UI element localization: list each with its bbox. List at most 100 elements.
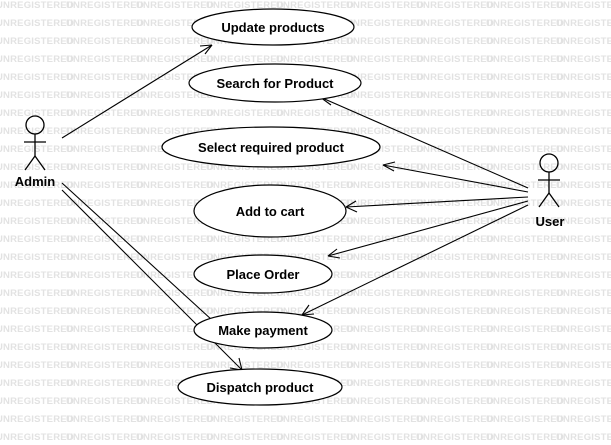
watermark-text: UNREGISTERED	[556, 396, 611, 407]
watermark-text: UNREGISTERED	[0, 36, 74, 47]
watermark-text: UNREGISTERED	[346, 396, 424, 407]
watermark-text: UNREGISTERED	[346, 342, 424, 353]
use-case-label: Add to cart	[236, 204, 305, 219]
use-case-update-products[interactable]: Update products	[191, 8, 355, 46]
arrowhead-select-required-product	[382, 164, 395, 172]
watermark-text: UNREGISTERED	[136, 90, 214, 101]
watermark-text: UNREGISTERED	[486, 90, 564, 101]
actor-admin[interactable]: Admin	[15, 115, 56, 189]
watermark-text: UNREGISTERED	[66, 432, 144, 443]
watermark-text: UNREGISTERED	[136, 396, 214, 407]
watermark-text: UNREGISTERED	[276, 234, 354, 245]
association-user-make-payment	[301, 204, 529, 316]
arrowhead-make-payment-b	[301, 304, 310, 316]
watermark-text: UNREGISTERED	[0, 378, 74, 389]
watermark-text: UNREGISTERED	[346, 36, 424, 47]
stick-figure-icon	[538, 153, 560, 208]
watermark-text: UNREGISTERED	[416, 180, 494, 191]
watermark-text: UNREGISTERED	[486, 288, 564, 299]
watermark-text: UNREGISTERED	[0, 180, 74, 191]
watermark-text: UNREGISTERED	[486, 198, 564, 209]
watermark-text: UNREGISTERED	[416, 306, 494, 317]
watermark-text: UNREGISTERED	[66, 396, 144, 407]
watermark-text: UNREGISTERED	[206, 288, 284, 299]
watermark-text: UNREGISTERED	[346, 270, 424, 281]
watermark-text: UNREGISTERED	[556, 432, 611, 443]
use-case-place-order[interactable]: Place Order	[193, 254, 333, 294]
watermark-text: UNREGISTERED	[0, 18, 74, 29]
watermark-text: UNREGISTERED	[0, 432, 74, 443]
watermark-text: UNREGISTERED	[416, 324, 494, 335]
use-case-label: Place Order	[227, 267, 300, 282]
watermark-text: UNREGISTERED	[136, 306, 214, 317]
watermark-text: UNREGISTERED	[66, 144, 144, 155]
watermark-text: UNREGISTERED	[416, 342, 494, 353]
watermark-text: UNREGISTERED	[0, 414, 74, 425]
watermark-text: UNREGISTERED	[276, 360, 354, 371]
use-case-search-for-product[interactable]: Search for Product	[188, 63, 362, 103]
watermark-text: UNREGISTERED	[0, 0, 74, 11]
use-case-make-payment[interactable]: Make payment	[193, 311, 333, 349]
watermark-text: UNREGISTERED	[0, 288, 74, 299]
watermark-text: UNREGISTERED	[0, 270, 74, 281]
watermark-text: UNREGISTERED	[66, 414, 144, 425]
watermark-text: UNREGISTERED	[556, 90, 611, 101]
use-case-dispatch-product[interactable]: Dispatch product	[177, 368, 343, 406]
watermark-text: UNREGISTERED	[486, 360, 564, 371]
watermark-text: UNREGISTERED	[66, 180, 144, 191]
watermark-text: UNREGISTERED	[346, 144, 424, 155]
watermark-text: UNREGISTERED	[346, 414, 424, 425]
watermark-text: UNREGISTERED	[556, 54, 611, 65]
watermark-text: UNREGISTERED	[416, 432, 494, 443]
watermark-text: UNREGISTERED	[556, 414, 611, 425]
watermark-text: UNREGISTERED	[0, 234, 74, 245]
watermark-text: UNREGISTERED	[346, 18, 424, 29]
arrowhead-add-to-cart	[345, 206, 358, 213]
watermark-text: UNREGISTERED	[486, 0, 564, 11]
watermark-text: UNREGISTERED	[136, 216, 214, 227]
watermark-text: UNREGISTERED	[276, 54, 354, 65]
use-case-select-required-product[interactable]: Select required product	[161, 126, 381, 168]
watermark-text: UNREGISTERED	[416, 54, 494, 65]
watermark-text: UNREGISTERED	[556, 360, 611, 371]
watermark-text: UNREGISTERED	[346, 72, 424, 83]
watermark-text: UNREGISTERED	[486, 180, 564, 191]
watermark-text: UNREGISTERED	[486, 234, 564, 245]
watermark-text: UNREGISTERED	[346, 198, 424, 209]
watermark-text: UNREGISTERED	[486, 126, 564, 137]
watermark-text: UNREGISTERED	[276, 414, 354, 425]
watermark-text: UNREGISTERED	[416, 234, 494, 245]
watermark-text: UNREGISTERED	[416, 252, 494, 263]
watermark-text: UNREGISTERED	[346, 324, 424, 335]
watermark-text: UNREGISTERED	[206, 162, 284, 173]
watermark-text: UNREGISTERED	[416, 108, 494, 119]
actor-label: User	[536, 214, 565, 229]
watermark-text: UNREGISTERED	[206, 432, 284, 443]
watermark-text: UNREGISTERED	[416, 90, 494, 101]
association-admin-make-payment	[61, 182, 213, 321]
watermark-text: UNREGISTERED	[486, 324, 564, 335]
watermark-text: UNREGISTERED	[136, 378, 214, 389]
use-case-add-to-cart[interactable]: Add to cart	[193, 184, 347, 238]
watermark-text: UNREGISTERED	[66, 108, 144, 119]
arrowhead-update-products	[204, 44, 213, 55]
watermark-text: UNREGISTERED	[346, 360, 424, 371]
association-user-search-for-product	[319, 96, 529, 189]
watermark-text: UNREGISTERED	[346, 90, 424, 101]
watermark-text: UNREGISTERED	[556, 342, 611, 353]
actor-user[interactable]: User	[536, 153, 565, 229]
watermark-text: UNREGISTERED	[486, 54, 564, 65]
watermark-text: UNREGISTERED	[276, 432, 354, 443]
watermark-text: UNREGISTERED	[136, 18, 214, 29]
watermark-text: UNREGISTERED	[206, 180, 284, 191]
watermark-text: UNREGISTERED	[346, 234, 424, 245]
watermark-text: UNREGISTERED	[416, 288, 494, 299]
arrowhead-update-products-b	[199, 44, 213, 47]
actor-label: Admin	[15, 174, 56, 189]
watermark-text: UNREGISTERED	[276, 306, 354, 317]
use-case-label: Make payment	[218, 323, 308, 338]
arrowhead-dispatch-product-b	[238, 357, 243, 371]
watermark-text: UNREGISTERED	[276, 0, 354, 11]
watermark-text: UNREGISTERED	[0, 126, 74, 137]
watermark-text: UNREGISTERED	[416, 396, 494, 407]
